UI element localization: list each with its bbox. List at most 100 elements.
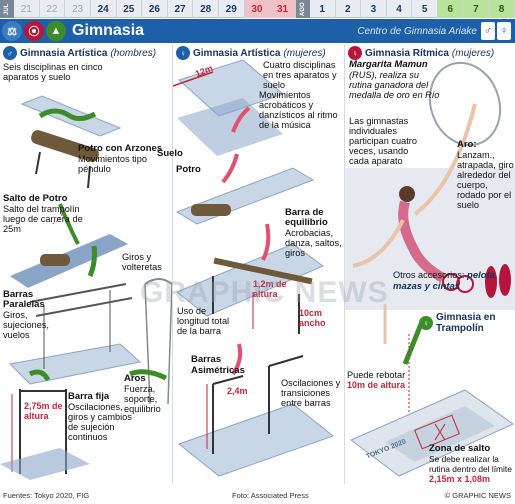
beam-block: Barra de equilibrio Acrobacias, danza, s… [285,207,343,259]
bounce-height: 10m de altura [347,380,406,390]
rhythmic-icon: ⦿ [24,21,44,41]
trampoline-icon: ▲ [46,21,66,41]
bounce-block: Puede rebotar 10m de altura [347,370,409,390]
hbar-block: Barra fija Oscilaciones, giros y cambios… [68,391,138,443]
male-gymnast-icon: ♂ [3,46,17,60]
athlete-block: Margarita Mamun (RUS), realiza su rutina… [349,59,441,101]
artistic-icon: ⚖ [2,21,22,41]
calendar-day: 5 [412,0,438,18]
footer-credit: © GRAPHIC NEWS [444,490,511,500]
pommel-block: Potro con Arzones Movimientos tipo péndu… [78,143,168,175]
beam-label: Barra de equilibrio [285,207,328,228]
gender-icons: ♂ ♀ [481,22,511,40]
women-subtitle: (mujeres) [283,47,326,59]
rhythmic-gymnast-icon: ♀ [348,46,362,60]
women-apparatus-illustration [173,59,335,477]
rhythmic-section-title: ♀ Gimnasia Rítmica (mujeres) [348,46,494,60]
women-vault-label: Potro [176,164,201,175]
calendar-day: 2 [336,0,362,18]
calendar-day: 1 [310,0,336,18]
hoop-desc: Lanzam., atrapada, giro alrededor del cu… [457,150,514,210]
watermark: GRAPHIC NEWS [140,276,389,309]
women-section-title: ♀ Gimnasia Artística (mujeres) [176,46,326,60]
calendar-day: 27 [168,0,194,18]
men-intro: Seis disciplinas en cinco aparatos y sue… [3,62,103,82]
ubars-label: Barras Asimétricas [191,354,245,376]
other-accessories: Otros accesorios: pelota, mazas y cintas [393,270,515,292]
rings-block: Aros Fuerza, soporte, equilibrio [124,373,172,415]
trampoline-section-title: ♀ Gimnasia en Trampolín [419,312,515,334]
floor-label: Suelo [157,148,183,159]
women-intro: Cuatro disciplinas en tres aparatos y su… [263,60,337,90]
calendar-day: 25 [117,0,143,18]
men-vault-desc: Salto del trampolín luego de carrera de … [3,204,83,234]
trampoline-gymnast-icon: ♀ [419,316,433,330]
footer-photo: Foto: Associated Press [232,490,309,500]
panel-rhythmic: ♀ Gimnasia Rítmica (mujeres) Margarita M… [344,44,515,484]
male-icon: ♂ [481,22,495,40]
calendar-month-aug: AGO [295,0,310,18]
rings-label: Aros [124,373,146,384]
trampoline-title: Gimnasia en Trampolín [436,312,496,334]
rhythmic-subtitle: (mujeres) [451,47,495,59]
zone-label: Zona de salto [429,443,491,454]
calendar-day: 26 [142,0,168,18]
floor-desc: Movimientos acrobáticos y danzísticos al… [259,90,338,130]
female-gymnast-icon: ♀ [176,46,190,60]
ubars-height: 2,4m [227,386,248,396]
calendar-day-highlight: 6 [438,0,464,18]
men-vault-block: Salto de Potro Salto del trampolín luego… [3,193,83,235]
zone-desc: Se debe realizar la rutina dentro del lí… [429,454,512,474]
athlete-name: Margarita Mamun [349,59,428,70]
other-items: pelota, mazas y cintas [393,270,498,292]
footer-sources: Fuentes: Tokyo 2020, FIG [3,490,90,500]
calendar-day: 24 [91,0,117,18]
beam-height: 1,2m de altura [253,279,287,299]
rhythmic-title: Gimnasia Rítmica [365,47,449,59]
calendar-day: 22 [40,0,66,18]
calendar-month-jul: JUL [0,0,14,18]
pbars-label: Barras Paralelas [3,289,45,310]
athlete-desc: (RUS), realiza su rutina ganadora del me… [349,70,440,100]
venue-label: Centro de Gimnasia Ariake [357,25,477,37]
ubars-desc: Oscilaciones y transiciones entre barras [281,378,341,408]
zone-dim: 2,15m x 1,08m [429,474,491,484]
female-icon: ♀ [497,22,511,40]
rings-desc: Fuerza, soporte, equilibrio [124,384,161,414]
beam-width: 10cm ancho [299,308,326,328]
header-bar: ⚖ ⦿ ▲ Gimnasia Centro de Gimnasia Ariake… [0,19,515,43]
calendar-day: 21 [14,0,40,18]
calendar-day-highlight: 7 [463,0,490,18]
men-section-title: ♂ Gimnasia Artística (hombres) [3,46,156,60]
men-subtitle: (hombres) [110,47,157,59]
individual-note: Las gimnastas individuales participan cu… [349,116,417,166]
zone-block: Zona de salto Se debe realizar la rutina… [429,443,515,485]
rings-note: Giros y volteretas [122,252,162,272]
beam-length: Uso de longitud total de la barra [177,306,230,336]
rhythmic-illustration [345,61,515,477]
men-apparatus-illustration [0,95,172,480]
hoop-label: Aro: [457,139,477,150]
hbar-height: 2,75m de altura [24,401,63,421]
men-vault-label: Salto de Potro [3,193,68,204]
calendar-day-highlight: 31 [270,0,296,18]
calendar-day-highlight: 8 [489,0,515,18]
footer: Fuentes: Tokyo 2020, FIG Foto: Associate… [0,486,515,504]
calendar-day: 23 [65,0,91,18]
panel-artistic-men: ♂ Gimnasia Artística (hombres) Seis disc… [0,44,172,484]
pommel-label: Potro con Arzones [78,143,163,154]
hbar-label: Barra fija [68,391,110,402]
panel-artistic-women: ♀ Gimnasia Artística (mujeres) 12m Cuatr… [157,44,344,484]
pommel-desc: Movimientos tipo péndulo [78,154,147,174]
men-title: Gimnasia Artística [20,47,108,59]
calendar-day: 4 [387,0,413,18]
bounce-text: Puede rebotar [347,370,406,380]
pbars-desc: Giros, sujeciones, vuelos [3,310,49,340]
other-intro: Otros accesorios: [393,270,465,280]
calendar-day: 28 [193,0,219,18]
pbars-block: Barras Paralelas Giros, sujeciones, vuel… [3,289,49,341]
beam-desc: Acrobacias, danza, saltos, giros [285,228,342,258]
page-title: Gimnasia [72,22,145,39]
calendar-day-highlight: 30 [244,0,271,18]
hbar-desc: Oscilaciones, giros y cambios de sujeció… [68,402,132,442]
